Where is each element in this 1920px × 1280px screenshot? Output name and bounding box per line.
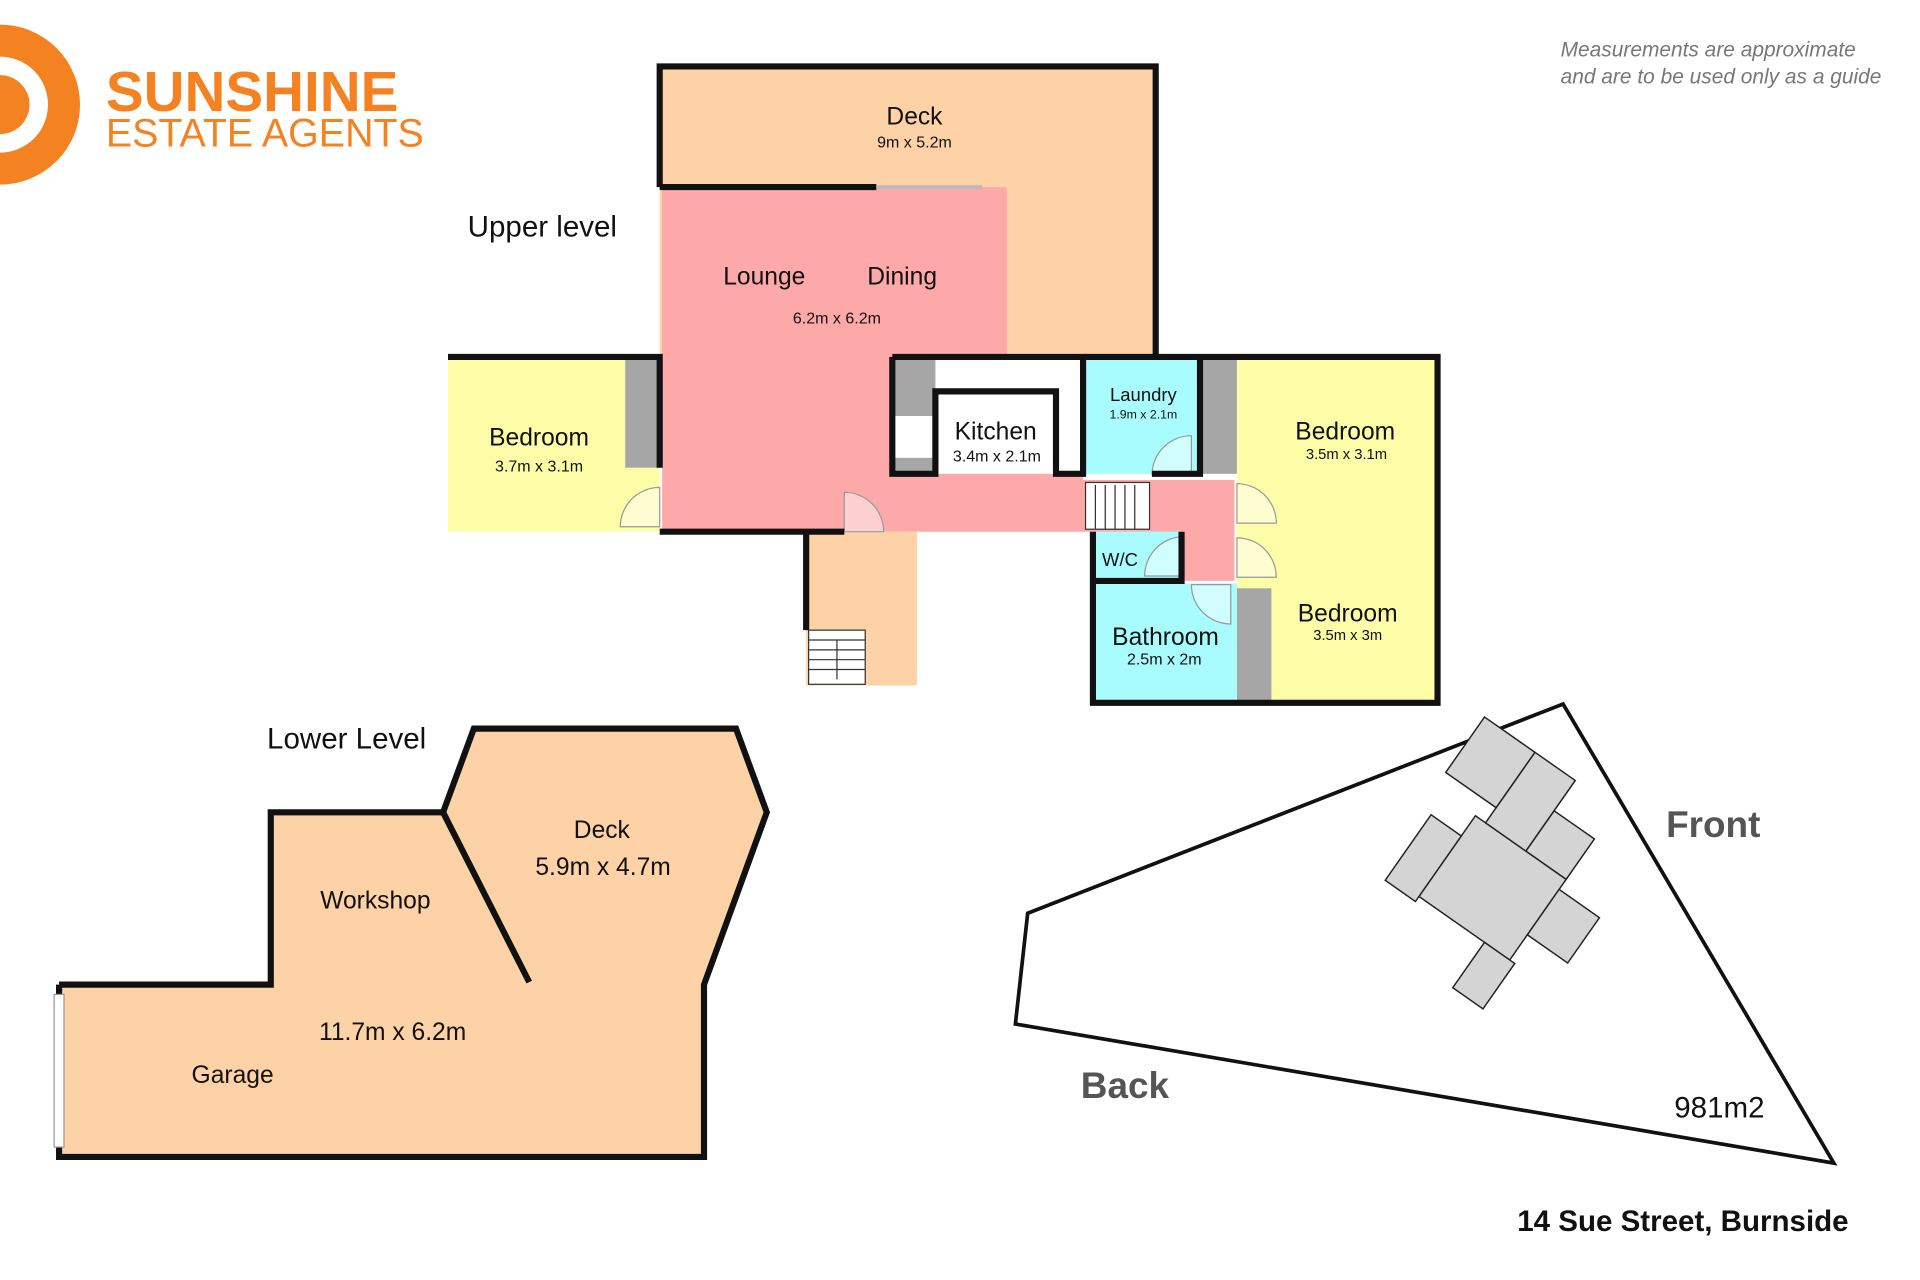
site-boundary [1013,701,1838,1166]
workshop-label: Workshop [320,887,430,914]
lounge-label: Lounge [723,263,805,290]
lower-level-title: Lower Level [267,722,426,755]
cupboard [894,358,936,416]
site-area: 981m2 [1674,1092,1764,1125]
stairs-icon [808,481,1151,685]
bedroom-right-bottom-size: 3.5m x 3m [1313,628,1382,644]
deck-lower-label: Deck [574,817,631,844]
room-garage-workshop-deck [59,728,767,1157]
deck-lower-size: 5.9m x 4.7m [535,854,670,881]
disclaimer-line1: Measurements are approximate [1561,39,1856,62]
wardrobe [625,359,660,468]
bedroom-left-size: 3.7m x 3.1m [495,458,583,475]
garage-size: 11.7m x 6.2m [319,1019,466,1046]
kitchen-size: 3.4m x 2.1m [953,449,1041,466]
deck-upper-label: Deck [886,103,943,130]
garage-door [53,993,65,1148]
cupboard [894,457,936,473]
dining-label: Dining [867,263,937,290]
logo-sun-icon [0,75,30,135]
site-back-label: Back [1081,1065,1170,1106]
logo: SUNSHINE ESTATE AGENTS [0,24,424,185]
upper-level-plan: Upper level Deck 9m x 5.2m Lounge Dining… [448,63,1441,706]
wardrobe [1200,356,1237,474]
logo-line1: SUNSHINE [106,60,399,123]
room-bedroom-left [448,356,660,532]
wardrobe [1236,588,1272,702]
wc-label: W/C [1102,549,1138,570]
bedroom-right-top-label: Bedroom [1295,418,1395,445]
lounge-dining-size: 6.2m x 6.2m [793,311,881,328]
garage-label: Garage [192,1062,274,1089]
disclaimer-line2: and are to be used only as a guide [1561,66,1882,89]
site-front-label: Front [1666,804,1760,845]
laundry-label: Laundry [1110,384,1177,405]
bathroom-size: 2.5m x 2m [1127,652,1202,669]
lower-level-plan: Lower Level Deck 5.9m x 4.7m Workshop 11… [53,722,771,1160]
laundry-size: 1.9m x 2.1m [1110,407,1178,421]
deck-upper-size: 9m x 5.2m [877,135,952,152]
site-address: 14 Sue Street, Burnside [1517,1205,1848,1238]
logo-ring-icon [0,24,80,185]
bedroom-left-label: Bedroom [489,425,589,452]
upper-level-title: Upper level [468,210,617,243]
site-plan: Front Back 981m2 14 Sue Street, Burnside [1013,701,1849,1238]
door-icon [619,435,1277,625]
bedroom-right-top-size: 3.5m x 3.1m [1306,447,1387,463]
logo-line2: ESTATE AGENTS [106,111,424,155]
mini-house-icon [1384,715,1601,1010]
kitchen-label: Kitchen [955,418,1037,445]
corridor [935,356,1084,392]
bathroom-label: Bathroom [1112,624,1219,651]
bedroom-right-bottom-label: Bedroom [1298,601,1398,628]
